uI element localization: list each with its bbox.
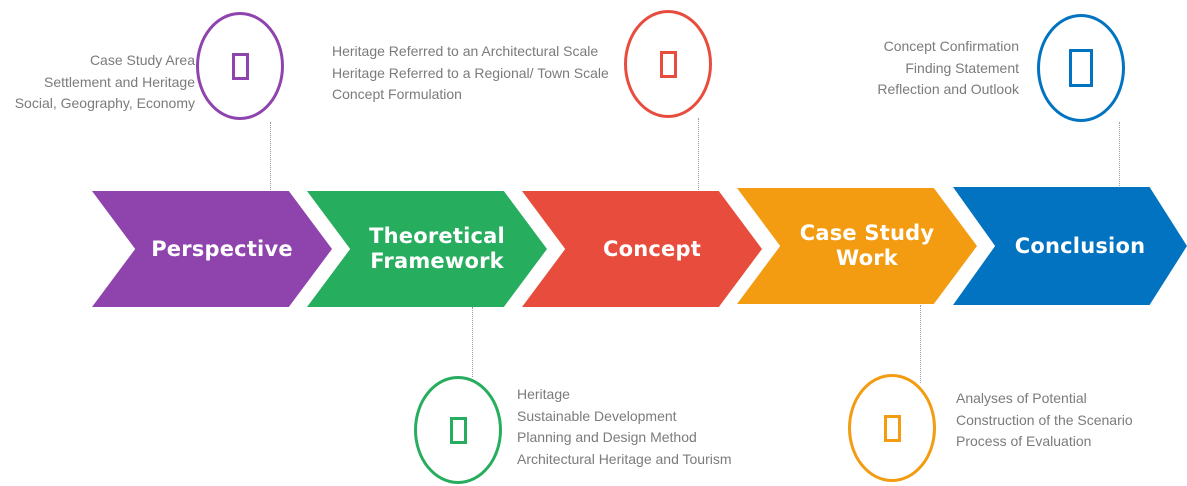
placeholder-square-icon: [449, 416, 467, 444]
step-concept-label: Concept: [603, 236, 701, 261]
case-study-circle: [848, 374, 936, 482]
concept-note: Heritage Referred to an Architectural Sc…: [332, 43, 599, 59]
case-study-note: Process of Evaluation: [956, 433, 1092, 449]
framework-circle: [414, 376, 502, 484]
conclusion-notes: Concept Confirmation Finding Statement R…: [877, 36, 1019, 101]
step-case-study-work: Case Study Work: [737, 188, 977, 304]
connector-framework: [472, 307, 473, 377]
step-theoretical-framework: Theoretical Framework: [307, 191, 547, 307]
framework-note: Planning and Design Method: [517, 429, 697, 445]
connector-concept: [698, 118, 699, 190]
placeholder-square-icon: [1069, 49, 1093, 87]
connector-perspective: [270, 122, 271, 190]
framework-note: Architectural Heritage and Tourism: [517, 450, 732, 467]
step-case-study-work-label: Case Study Work: [799, 221, 935, 270]
concept-note: Heritage Referred to a Regional/ Town Sc…: [332, 64, 609, 81]
perspective-circle: [196, 12, 284, 120]
conclusion-circle: [1037, 14, 1125, 122]
framework-notes: Heritage Sustainable Development Plannin…: [517, 384, 732, 470]
placeholder-square-icon: [231, 52, 249, 80]
conclusion-note: Concept Confirmation: [883, 38, 1019, 54]
conclusion-note: Reflection and Outlook: [877, 81, 1019, 97]
case-study-note: Construction of the Scenario: [956, 411, 1133, 428]
connector-case-study: [920, 305, 921, 383]
step-perspective: Perspective: [92, 191, 332, 307]
placeholder-square-icon: [883, 414, 901, 442]
framework-note: Sustainable Development: [517, 407, 677, 424]
case-study-note: Analyses of Potential: [956, 390, 1087, 406]
concept-note: Concept Formulation: [332, 86, 462, 102]
concept-circle: [624, 10, 712, 118]
perspective-notes: Case Study Area Settlement and Heritage …: [15, 50, 195, 115]
case-study-notes: Analyses of Potential Construction of th…: [956, 388, 1133, 453]
placeholder-square-icon: [659, 50, 677, 78]
perspective-note: Case Study Area: [89, 52, 195, 68]
perspective-note: Social, Geography, Economy: [14, 95, 195, 111]
conclusion-note: Finding Statement: [905, 59, 1019, 76]
concept-notes: Heritage Referred to an Architectural Sc…: [332, 41, 609, 106]
connector-conclusion: [1119, 122, 1120, 186]
framework-note: Heritage: [517, 386, 570, 402]
step-conclusion-label: Conclusion: [1014, 233, 1146, 258]
step-conclusion: Conclusion: [953, 187, 1187, 305]
step-perspective-label: Perspective: [151, 236, 293, 261]
step-concept: Concept: [522, 191, 762, 307]
step-theoretical-framework-label: Theoretical Framework: [369, 224, 505, 273]
perspective-note: Settlement and Heritage: [44, 73, 195, 90]
